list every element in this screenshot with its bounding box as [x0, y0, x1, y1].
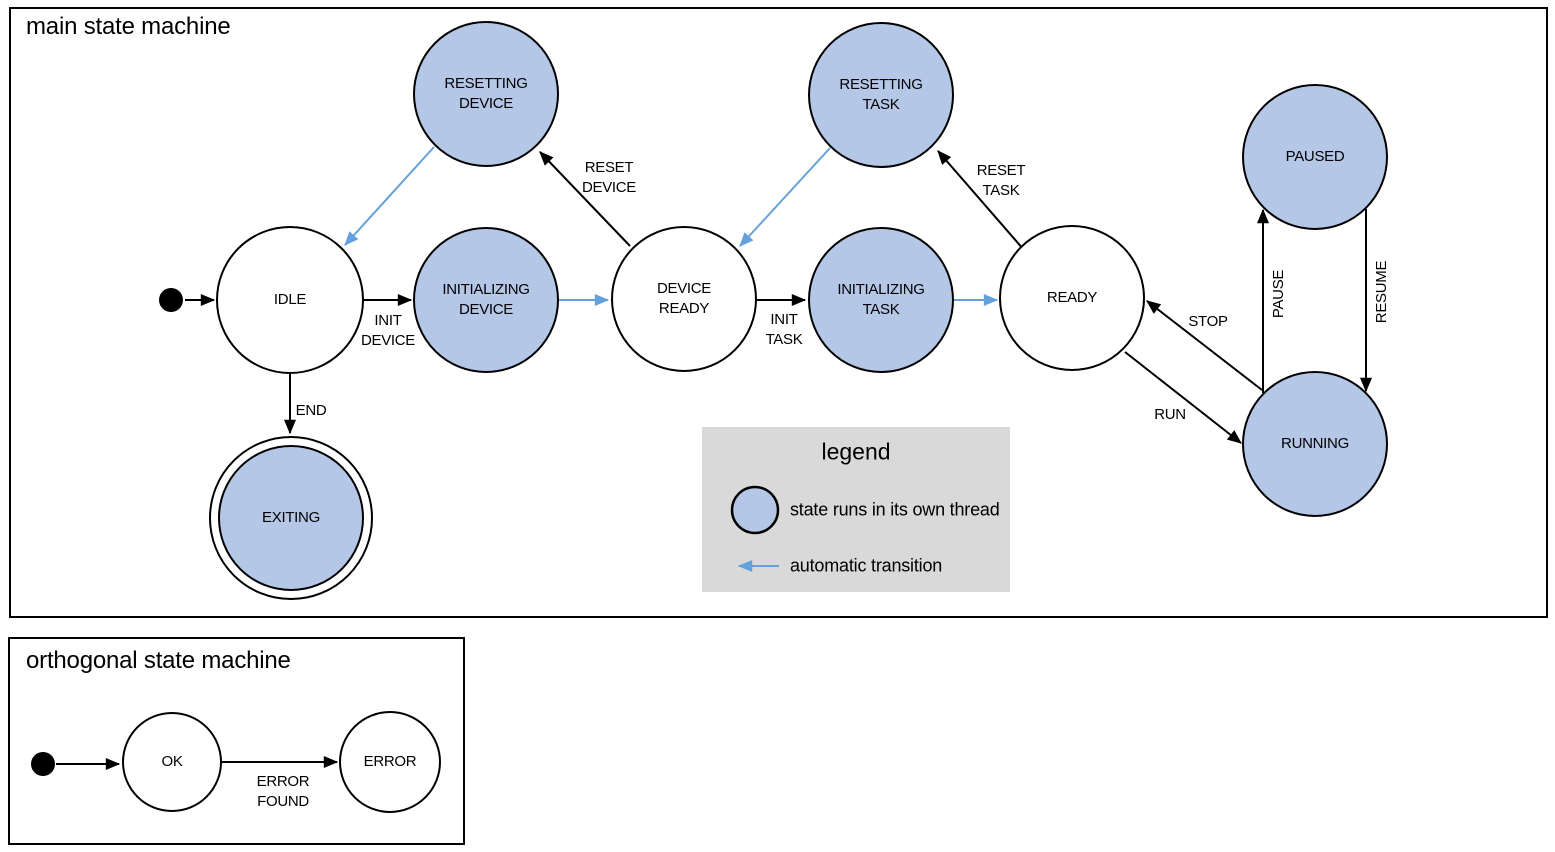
- label-line: END: [295, 402, 327, 419]
- transition-label-error-found: ERROR FOUND: [257, 772, 310, 812]
- main-machine-title: main state machine: [26, 13, 231, 40]
- label-line: EXITING: [262, 509, 320, 526]
- label-line: PAUSE: [1270, 269, 1287, 319]
- state-label-ok: OK: [161, 752, 182, 772]
- state-label-initializing-task: INITIALIZING TASK: [837, 280, 925, 320]
- state-label-paused: PAUSED: [1286, 147, 1345, 167]
- label-line: RESET: [976, 162, 1026, 179]
- label-line: INITIALIZING: [442, 281, 530, 298]
- transition-ready-resetting-task: [937, 150, 1025, 251]
- transition-label-init-task: INIT TASK: [766, 310, 803, 350]
- state-paused: [1242, 84, 1388, 230]
- state-ready: [999, 225, 1145, 371]
- label-line: TASK: [862, 96, 900, 113]
- transition-running-ready: [1146, 300, 1263, 391]
- label-line: READY: [1046, 289, 1098, 306]
- state-initializing-task: [808, 227, 954, 373]
- state-label-exiting: EXITING: [262, 508, 320, 528]
- transition-label-reset-device: RESET DEVICE: [582, 158, 636, 198]
- state-label-idle: IDLE: [274, 290, 306, 310]
- state-resetting-device: [413, 21, 559, 167]
- label-line: RESETTING: [839, 76, 923, 93]
- legend-title: legend: [821, 438, 891, 465]
- state-exiting: [218, 445, 364, 591]
- legend-threaded-state-swatch: [730, 485, 780, 535]
- label-line: IDLE: [273, 291, 307, 308]
- transition-label-pause: PAUSE: [1269, 270, 1289, 318]
- state-label-ready: READY: [1047, 288, 1097, 308]
- label-line: RUN: [1154, 406, 1186, 423]
- label-line: PAUSED: [1285, 148, 1345, 165]
- label-line: READY: [658, 300, 710, 317]
- label-line: TASK: [862, 301, 900, 318]
- main-state-machine-frame: [9, 7, 1548, 618]
- label-line: RESUME: [1373, 260, 1390, 324]
- label-line: DEVICE: [581, 179, 637, 196]
- state-initializing-device: [413, 227, 559, 373]
- orthogonal-initial-state-dot: [31, 752, 55, 776]
- label-line: DEVICE: [458, 301, 514, 318]
- label-line: INITIALIZING: [837, 281, 925, 298]
- transition-label-resume: RESUME: [1372, 261, 1392, 323]
- state-label-device-ready: DEVICE READY: [657, 279, 711, 319]
- state-label-resetting-device: RESETTING DEVICE: [444, 74, 527, 114]
- state-running: [1242, 371, 1388, 517]
- transition-label-init-device: INIT DEVICE: [361, 311, 415, 351]
- label-line: RUNNING: [1281, 435, 1349, 452]
- state-idle: [216, 226, 364, 374]
- legend-item-automatic-transition: automatic transition: [790, 555, 943, 576]
- orthogonal-machine-title: orthogonal state machine: [26, 647, 291, 674]
- label-line: OK: [161, 753, 183, 770]
- label-line: RESETTING: [444, 75, 528, 92]
- label-line: DEVICE: [360, 332, 416, 349]
- state-label-running: RUNNING: [1281, 434, 1349, 454]
- transition-resetting-device-idle: [344, 146, 435, 246]
- state-label-resetting-task: RESETTING TASK: [839, 75, 922, 115]
- state-device-ready: [611, 226, 757, 372]
- transition-label-end: END: [296, 401, 327, 421]
- main-initial-state-dot: [159, 288, 183, 312]
- transition-label-stop: STOP: [1188, 312, 1228, 332]
- transition-label-reset-task: RESET TASK: [977, 161, 1026, 201]
- state-label-error: ERROR: [364, 752, 417, 772]
- label-line: INIT: [770, 311, 798, 328]
- label-line: FOUND: [257, 793, 309, 810]
- state-error: [339, 711, 441, 813]
- transition-device-ready-resetting-device: [539, 151, 631, 247]
- state-label-initializing-device: INITIALIZING DEVICE: [442, 280, 530, 320]
- label-line: TASK: [765, 331, 803, 348]
- label-line: DEVICE: [656, 280, 712, 297]
- legend-item-threaded-state: state runs in its own thread: [790, 499, 1000, 520]
- label-line: INIT: [374, 312, 402, 329]
- label-line: DEVICE: [458, 95, 514, 112]
- label-line: ERROR: [363, 753, 417, 770]
- label-line: TASK: [982, 182, 1020, 199]
- label-line: ERROR: [256, 773, 310, 790]
- transition-label-run: RUN: [1154, 405, 1186, 425]
- orthogonal-state-machine-frame: [8, 637, 465, 845]
- state-resetting-task: [808, 22, 954, 168]
- label-line: STOP: [1188, 313, 1228, 330]
- state-ok: [122, 712, 222, 812]
- label-line: RESET: [584, 159, 634, 176]
- transition-resetting-task-device-ready: [739, 147, 831, 247]
- transition-ready-running: [1124, 351, 1242, 444]
